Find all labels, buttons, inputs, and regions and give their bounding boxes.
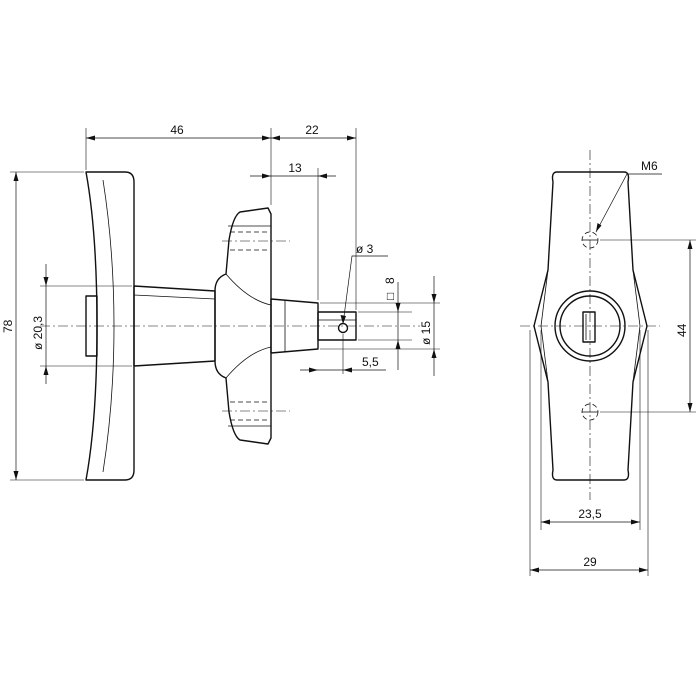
flange xyxy=(214,207,272,445)
arrow-15-bottom xyxy=(431,349,437,358)
arrow-5-5-right xyxy=(343,367,352,373)
dim-shaft-diameter: ø 20,3 xyxy=(31,316,45,350)
dim-22: 22 xyxy=(305,123,319,137)
dim-78: 78 xyxy=(1,319,15,333)
front-dimensions: M6 44 23,5 29 xyxy=(529,159,696,576)
arrow-46-left xyxy=(86,135,95,141)
dim-boss-diameter: ø 15 xyxy=(419,321,433,345)
side-dimensions: 46 22 13 ø 3 □ 8 ø 15 5,5 xyxy=(1,123,440,481)
leader-pin-hole xyxy=(342,255,388,325)
key-slot xyxy=(582,311,596,343)
arrow-13-left xyxy=(262,173,271,179)
rosette-facet-right-bottom xyxy=(632,325,641,383)
arrow-23-5-left xyxy=(541,519,550,525)
flange-contour-top xyxy=(225,273,272,306)
rosette-outline xyxy=(533,171,648,481)
arrow-13-right xyxy=(318,173,327,179)
arrow-20-3-top xyxy=(43,277,49,286)
dim-square-symbol: □ xyxy=(383,293,397,300)
arrow-pin-hole xyxy=(340,315,346,324)
dim-29: 29 xyxy=(583,555,597,569)
dim-5-5: 5,5 xyxy=(362,355,379,369)
shaft-collar xyxy=(85,295,98,357)
dim-44: 44 xyxy=(675,323,689,337)
arrow-20-3-bottom xyxy=(43,366,49,375)
arrow-22-right xyxy=(347,135,356,141)
arrow-8-bottom xyxy=(395,340,401,349)
dim-m6: M6 xyxy=(641,159,658,173)
rosette-facet-left-top xyxy=(540,269,549,327)
arrow-46-right xyxy=(262,135,271,141)
arrow-23-5-right xyxy=(631,519,640,525)
rosette-facet-right-top xyxy=(632,269,641,327)
dim-23-5: 23,5 xyxy=(578,507,602,521)
leader-m6 xyxy=(595,173,662,233)
lock-cylinder-inner xyxy=(559,295,621,357)
arrow-22-left xyxy=(271,135,280,141)
dim-13: 13 xyxy=(288,161,302,175)
lock-cylinder-outer xyxy=(554,290,626,362)
handle-grip xyxy=(85,171,135,481)
dim-pin-hole: ø 3 xyxy=(356,242,374,256)
side-view xyxy=(40,171,420,481)
arrow-29-left xyxy=(530,567,539,573)
arrow-44-bottom xyxy=(687,403,693,412)
arrow-78-bottom xyxy=(13,471,19,480)
arrow-15-top xyxy=(431,294,437,303)
arrow-29-right xyxy=(639,567,648,573)
dim-8: 8 xyxy=(383,277,397,284)
arrow-8-top xyxy=(395,303,401,312)
arrow-5-5-left xyxy=(309,367,318,373)
rosette-facet-left-bottom xyxy=(540,325,549,383)
front-view xyxy=(520,150,660,500)
dim-46: 46 xyxy=(170,123,184,137)
arrow-m6 xyxy=(596,223,602,232)
flange-contour-bottom xyxy=(225,346,272,379)
square-spindle xyxy=(317,311,357,341)
boss xyxy=(270,298,319,354)
handle-grip-edge xyxy=(102,179,115,473)
shaft-highlight xyxy=(133,294,216,300)
arrow-78-top xyxy=(13,172,19,181)
arrow-44-top xyxy=(687,240,693,249)
pin-hole-circle xyxy=(337,322,349,334)
